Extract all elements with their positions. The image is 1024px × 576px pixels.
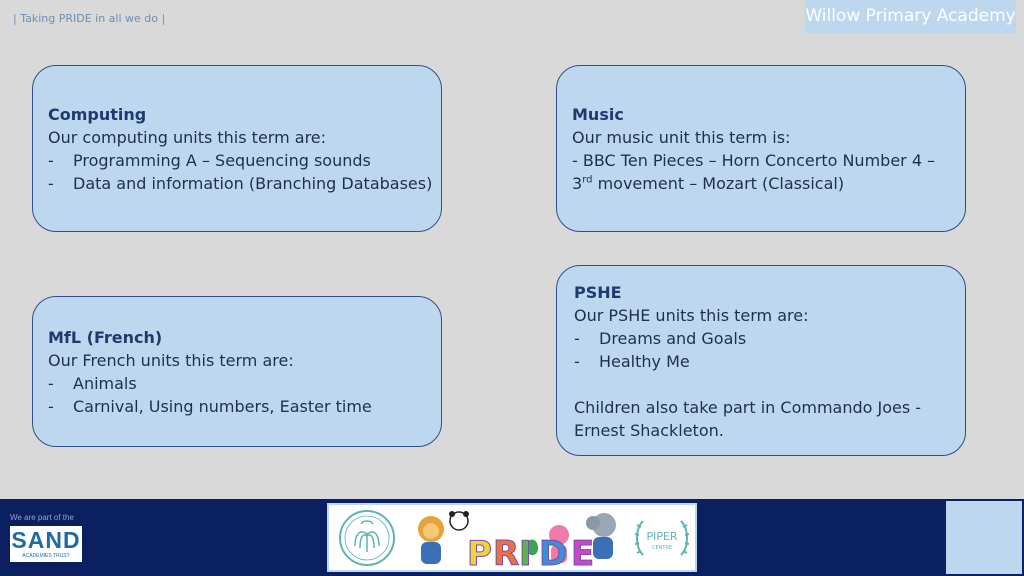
- piper-text: PIPER: [646, 530, 677, 543]
- computing-item: Data and information (Branching Database…: [73, 174, 433, 193]
- pride-letter-e: E: [571, 534, 594, 570]
- logo-strip: P R I D E PIPER CENTRE: [327, 503, 697, 572]
- list-item: -Carnival, Using numbers, Easter time: [48, 397, 372, 416]
- willow-tree-logo-icon: [339, 510, 395, 566]
- french-card: MfL (French) Our French units this term …: [32, 296, 442, 447]
- pride-letter-r: R: [493, 534, 519, 570]
- computing-title: Computing: [48, 105, 147, 124]
- music-line2: 3rd movement – Mozart (Classical): [572, 174, 845, 193]
- pride-letter-p: P: [467, 534, 492, 570]
- list-item: -Data and information (Branching Databas…: [48, 174, 433, 193]
- french-intro: Our French units this term are:: [48, 351, 294, 370]
- list-item: -Dreams and Goals: [574, 329, 747, 348]
- footer-right-panel: [946, 501, 1022, 574]
- pshe-title: PSHE: [574, 283, 622, 302]
- french-item: Animals: [73, 374, 137, 393]
- piper-centre-logo-icon: PIPER CENTRE: [634, 520, 690, 556]
- footer-bar: We are part of the SAND ACADEMIES TRUST: [0, 499, 1024, 576]
- sand-trust-logo: SAND ACADEMIES TRUST: [10, 526, 82, 562]
- pshe-note-line2: Ernest Shackleton.: [574, 421, 724, 440]
- computing-item: Programming A – Sequencing sounds: [73, 151, 371, 170]
- list-item: -Animals: [48, 374, 137, 393]
- music-line1: - BBC Ten Pieces – Horn Concerto Number …: [572, 151, 936, 170]
- pshe-item: Dreams and Goals: [599, 329, 747, 348]
- music-intro: Our music unit this term is:: [572, 128, 791, 147]
- pshe-item: Healthy Me: [599, 352, 690, 371]
- french-title: MfL (French): [48, 328, 163, 347]
- pshe-card: PSHE Our PSHE units this term are: -Drea…: [556, 265, 966, 456]
- pride-letter-d: D: [539, 534, 567, 570]
- list-item: -Healthy Me: [574, 352, 690, 371]
- piper-small-text: CENTRE: [652, 545, 672, 551]
- school-name-badge: Willow Primary Academy: [805, 0, 1016, 33]
- tagline: | Taking PRIDE in all we do |: [13, 12, 166, 25]
- part-of-label: We are part of the: [10, 513, 74, 522]
- list-item: -Programming A – Sequencing sounds: [48, 151, 371, 170]
- pshe-intro: Our PSHE units this term are:: [574, 306, 809, 325]
- french-item: Carnival, Using numbers, Easter time: [73, 397, 372, 416]
- computing-card: Computing Our computing units this term …: [32, 65, 442, 232]
- computing-intro: Our computing units this term are:: [48, 128, 327, 147]
- pride-mascots-icon: P R I D E: [418, 511, 616, 570]
- pshe-note-line1: Children also take part in Commando Joes…: [574, 398, 922, 417]
- pride-letter-i: I: [519, 534, 532, 570]
- music-title: Music: [572, 105, 624, 124]
- music-card: Music Our music unit this term is: - BBC…: [556, 65, 966, 232]
